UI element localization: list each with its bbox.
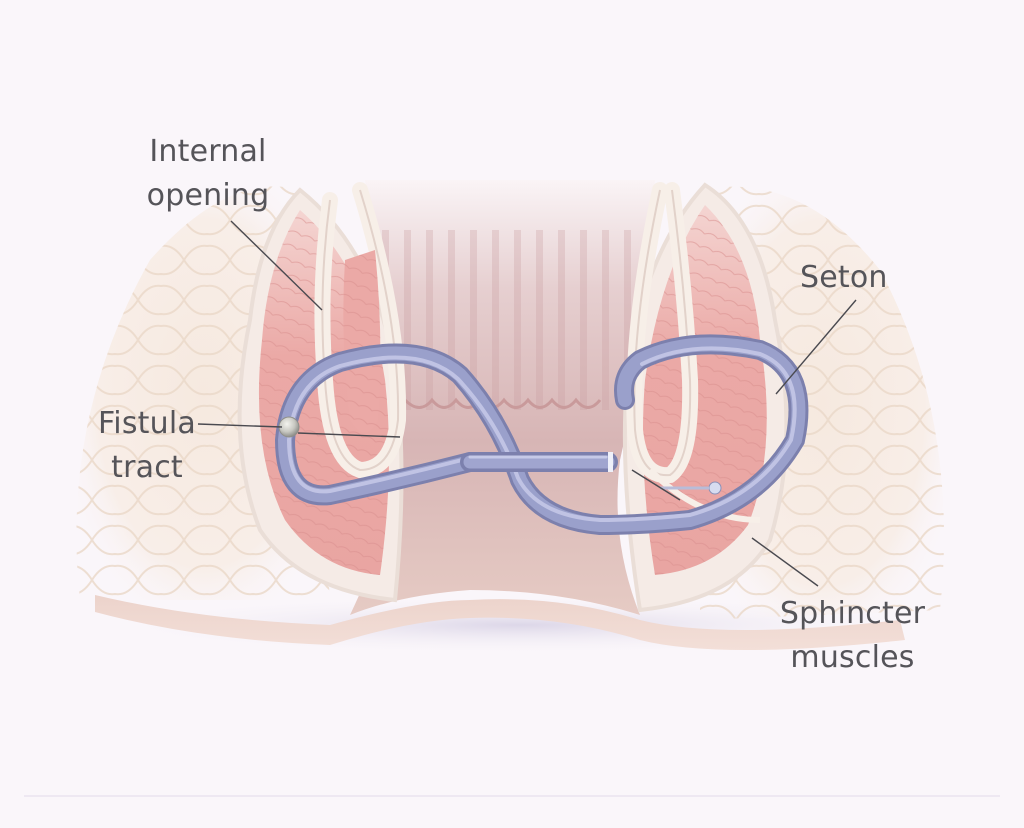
label-internal-opening-line1: Internal xyxy=(149,134,267,169)
label-seton: Seton xyxy=(800,256,888,300)
bottom-divider xyxy=(24,795,1000,797)
seton-tube xyxy=(274,334,809,536)
seton-end-bead xyxy=(708,481,722,495)
leader-sphincter-muscles xyxy=(751,537,819,587)
leader-internal-opening xyxy=(230,220,323,311)
leader-seton xyxy=(775,299,857,395)
label-internal-opening-line2: opening xyxy=(146,178,270,213)
label-fistula-tract-line2: tract xyxy=(111,450,183,485)
leader-fistula-tract-inner xyxy=(297,432,401,438)
left-sphincter-muscle xyxy=(237,182,407,603)
label-seton-line1: Seton xyxy=(800,260,888,295)
skin-base xyxy=(95,595,905,650)
label-internal-opening: Internal opening xyxy=(118,130,298,218)
label-sphincter-muscles-line2: muscles xyxy=(790,640,915,675)
label-sphincter-muscles-line1: Sphincter xyxy=(779,596,926,631)
leader-sphincter-inner xyxy=(631,469,681,501)
label-fistula-tract-line1: Fistula xyxy=(98,406,196,441)
leader-fistula-tract xyxy=(197,423,283,428)
anal-canal xyxy=(350,180,655,615)
label-sphincter-muscles: Sphincter muscles xyxy=(760,592,945,680)
label-fistula-tract: Fistula tract xyxy=(62,402,232,490)
leader-lines xyxy=(197,220,857,587)
